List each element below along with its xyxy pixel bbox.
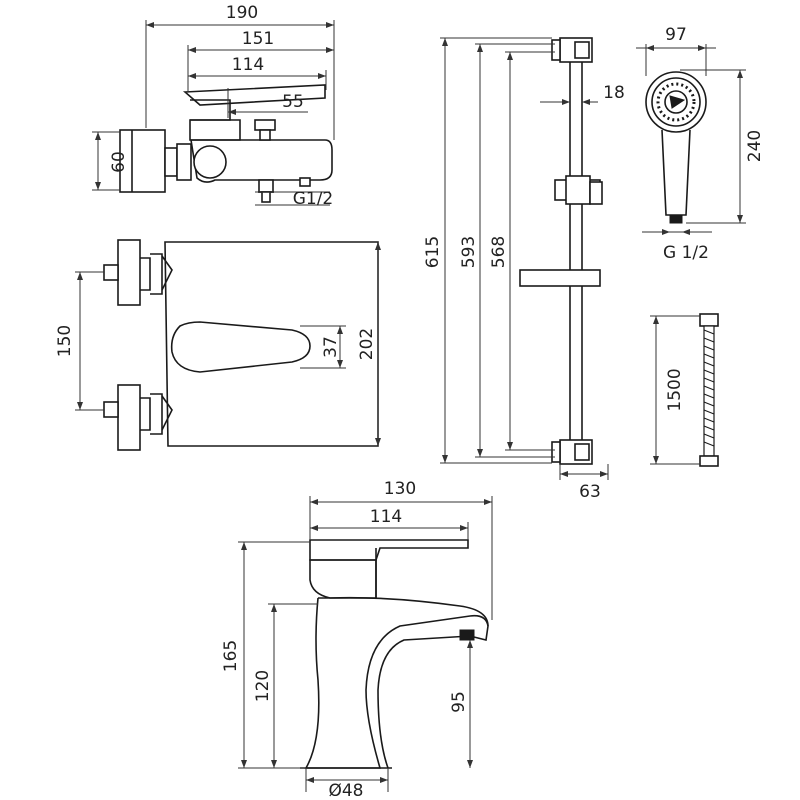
dim-37-label: 37 [321, 336, 341, 358]
dim-97-label: 97 [665, 25, 687, 45]
dim-190-label: 190 [226, 3, 258, 23]
dim-568-label: 568 [489, 236, 509, 268]
dim-95-label: 95 [449, 691, 469, 713]
dim-1500-label: 1500 [665, 368, 685, 411]
dim-g-half-label: G 1/2 [663, 243, 709, 263]
dim-60-label: 60 [109, 151, 129, 173]
side-view-dimensions: 190 151 114 55 60 G1/2 [92, 3, 335, 209]
dim-63-label: 63 [579, 482, 601, 502]
bath-mixer-side-view [119, 84, 333, 203]
dim-120-label: 120 [253, 670, 273, 702]
dim-165-label: 165 [221, 640, 241, 672]
rail-dimensions: 615 593 568 18 63 [423, 37, 625, 502]
top-view-dimensions: 150 37 202 [55, 242, 381, 446]
dim-55-label: 55 [282, 92, 304, 112]
hand-shower [645, 71, 707, 224]
hand-shower-dimensions: 97 240 G 1/2 [636, 25, 765, 263]
basin-dimensions: 130 114 165 120 95 Ø48 [221, 479, 493, 800]
dim-114-label: 114 [232, 55, 264, 75]
dim-130-label: 130 [384, 479, 416, 499]
dim-150-label: 150 [55, 325, 75, 357]
dim-18-label: 18 [603, 83, 625, 103]
dim-593-label: 593 [459, 236, 479, 268]
dim-151-label: 151 [242, 29, 274, 49]
basin-mixer [300, 539, 489, 769]
dim-615-label: 615 [423, 236, 443, 268]
dim-240-label: 240 [745, 130, 765, 162]
dim-basin-114-label: 114 [370, 507, 402, 527]
dim-202-label: 202 [357, 328, 377, 360]
dim-g12-label: G1/2 [293, 189, 334, 209]
bath-mixer-top-view [103, 239, 379, 451]
hose-dimensions: 1500 [650, 315, 700, 465]
dim-d48-label: Ø48 [328, 781, 363, 800]
shower-hose [699, 313, 719, 467]
shower-rail [519, 37, 603, 465]
